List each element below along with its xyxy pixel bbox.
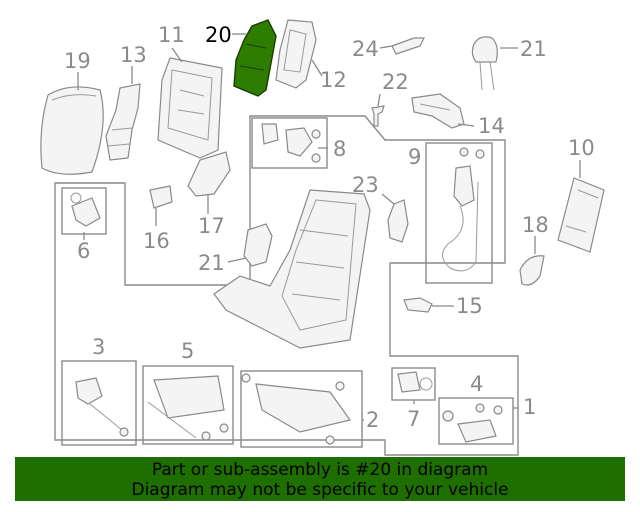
parts-diagram: 1 2 3 4 5 6 7 8 9 10 11 12 13 14 15 16 1… — [40, 19, 605, 456]
callout-17: 17 — [198, 214, 225, 238]
box-5 — [142, 365, 234, 445]
assembly-outline — [54, 115, 519, 456]
main-seat-frame[interactable] — [213, 189, 371, 349]
part-11-seat-back-frame[interactable] — [157, 57, 223, 159]
part-22-bolt[interactable] — [371, 105, 385, 127]
callout-12: 12 — [320, 68, 347, 92]
part-24-clip[interactable] — [391, 37, 425, 55]
part-5-track[interactable] — [147, 375, 229, 441]
callout-6: 6 — [77, 239, 90, 263]
part-9-cable[interactable] — [442, 147, 485, 272]
banner-line-1: Part or sub-assembly is #20 in diagram — [151, 460, 489, 480]
part-8-hardware[interactable] — [261, 123, 321, 163]
part-19-seat-back-cover[interactable] — [40, 86, 104, 175]
box-3 — [61, 360, 137, 446]
part-16-clip[interactable] — [149, 185, 173, 209]
part-23-bracket[interactable] — [387, 199, 409, 243]
callout-21-trim: 21 — [198, 251, 225, 275]
callout-16: 16 — [143, 229, 170, 253]
callout-15: 15 — [456, 294, 483, 318]
callout-3: 3 — [92, 335, 105, 359]
callout-9: 9 — [408, 145, 421, 169]
callout-14: 14 — [478, 114, 505, 138]
callout-10: 10 — [568, 136, 595, 160]
callout-21-headrest: 21 — [520, 37, 547, 61]
callout-23: 23 — [352, 173, 379, 197]
callout-2: 2 — [366, 408, 379, 432]
callout-11: 11 — [158, 23, 185, 47]
part-18-lever[interactable] — [519, 255, 545, 286]
box-4 — [438, 397, 514, 445]
notice-banner: Part or sub-assembly is #20 in diagram D… — [15, 457, 625, 501]
part-7-clip[interactable] — [397, 371, 433, 393]
part-3-cable[interactable] — [75, 377, 129, 437]
callout-24: 24 — [352, 37, 379, 61]
part-20-highlighted[interactable] — [233, 19, 277, 97]
box-8 — [251, 117, 328, 169]
leader-lines — [77, 33, 581, 421]
callout-8: 8 — [333, 137, 346, 161]
part-13-pad[interactable] — [105, 83, 141, 161]
callout-18: 18 — [522, 213, 549, 237]
part-4-hardware[interactable] — [442, 403, 503, 443]
part-21-headrest[interactable] — [471, 36, 498, 91]
callout-7: 7 — [407, 407, 420, 431]
callout-20: 20 — [205, 23, 232, 47]
part-21-trim[interactable] — [243, 223, 273, 267]
callout-4: 4 — [470, 372, 483, 396]
part-15-clip[interactable] — [403, 297, 433, 313]
part-6-bracket[interactable] — [70, 192, 101, 227]
callout-1: 1 — [523, 395, 536, 419]
banner-line-2: Diagram may not be specific to your vehi… — [131, 480, 509, 500]
part-10-panel[interactable] — [557, 177, 605, 253]
part-2-track[interactable] — [241, 373, 352, 445]
part-12-panel[interactable] — [275, 19, 317, 89]
callout-19: 19 — [64, 49, 91, 73]
part-17-bracket[interactable] — [187, 151, 231, 197]
part-14-bracket[interactable] — [411, 93, 465, 129]
callout-13: 13 — [120, 43, 147, 67]
box-9 — [425, 142, 493, 284]
box-2 — [240, 370, 363, 448]
callout-22: 22 — [382, 70, 409, 94]
callout-5: 5 — [181, 339, 194, 363]
